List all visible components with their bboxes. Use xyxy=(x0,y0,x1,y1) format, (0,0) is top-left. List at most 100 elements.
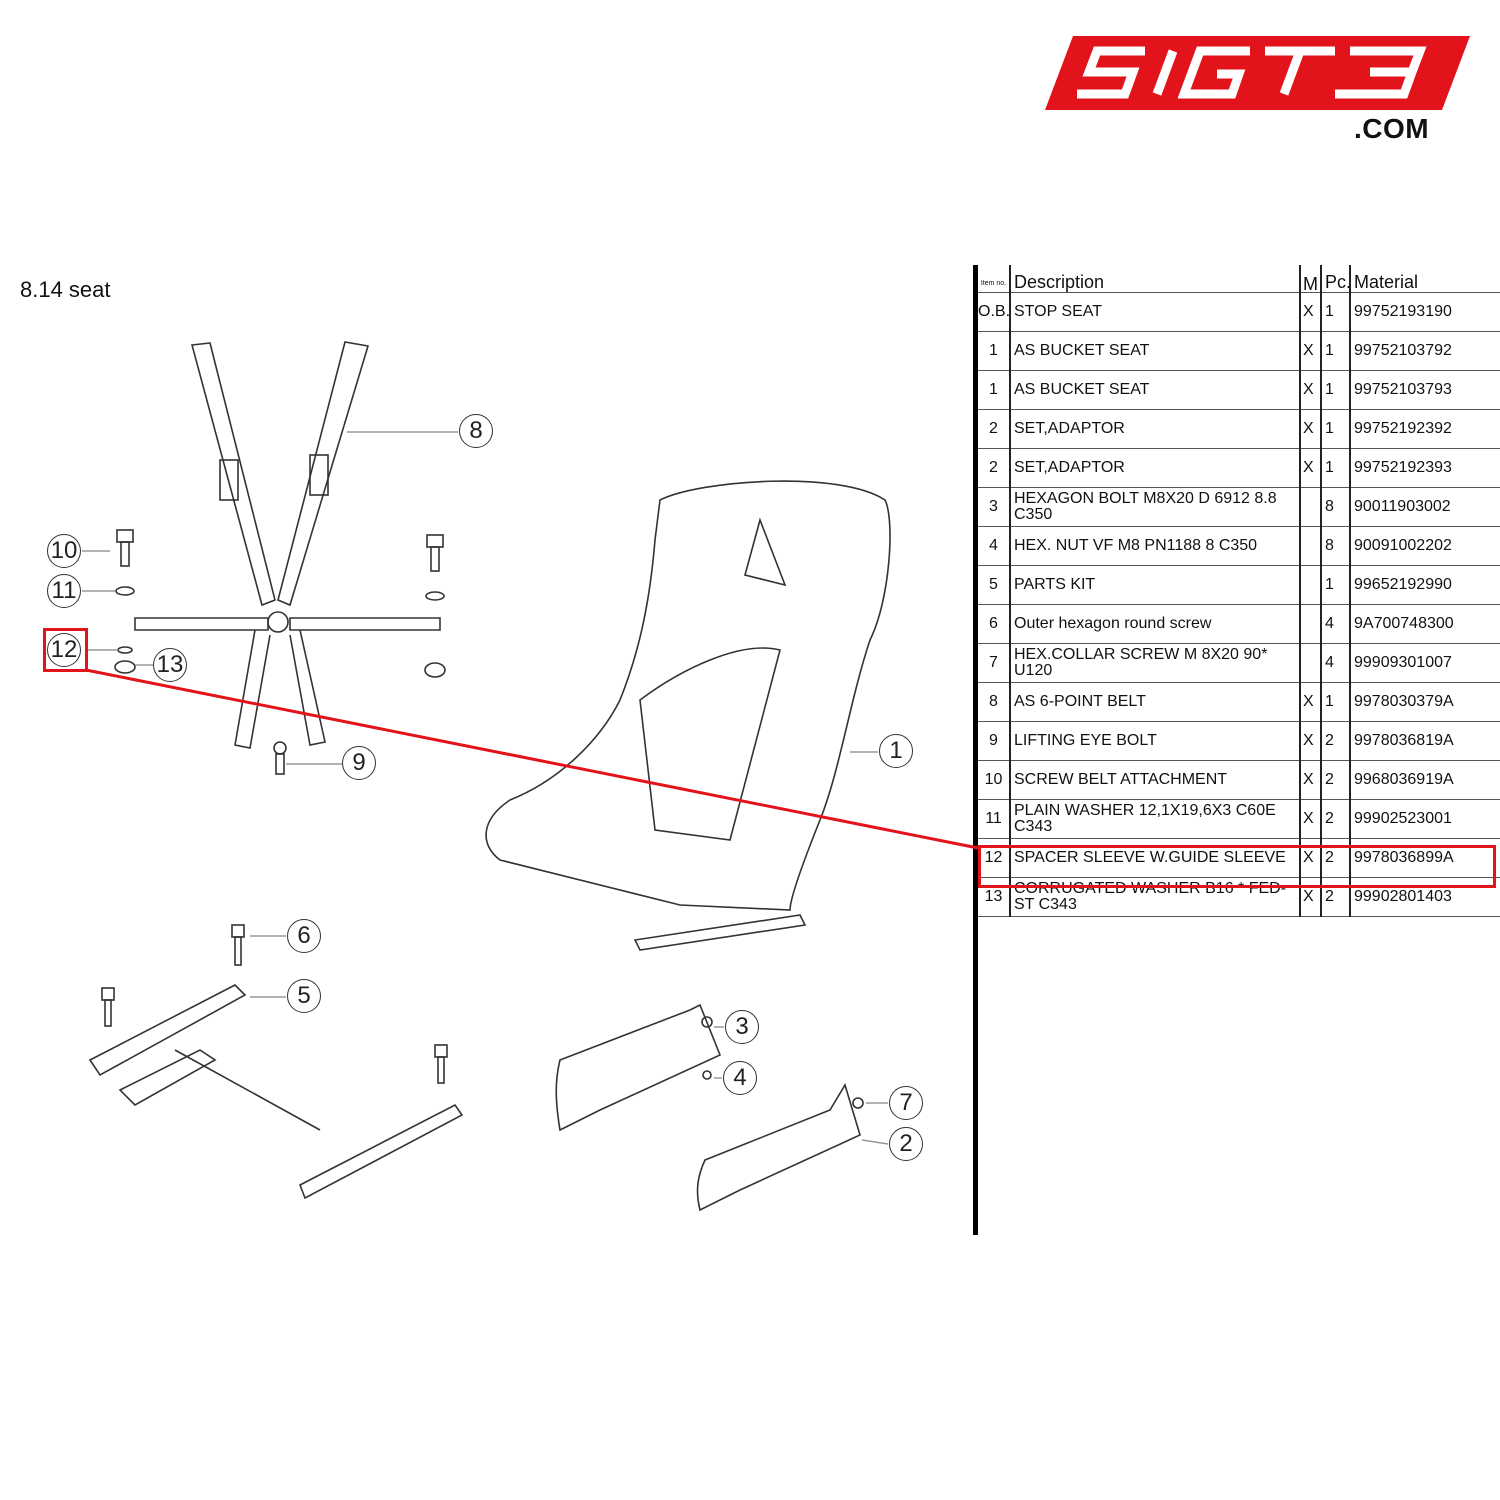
row-item-no: 11 xyxy=(978,799,1011,839)
row-m: X xyxy=(1300,448,1322,488)
row-m: X xyxy=(1300,331,1322,371)
row-m: X xyxy=(1300,721,1322,761)
row-m: X xyxy=(1300,682,1322,722)
row-material: 99902523001 xyxy=(1350,799,1500,839)
row-description: AS BUCKET SEAT xyxy=(1010,331,1301,371)
callout-3[interactable]: 3 xyxy=(725,1010,759,1044)
callout-8[interactable]: 8 xyxy=(459,414,493,448)
seat-adaptors-illustration xyxy=(555,1003,889,1212)
bucket-seat-illustration xyxy=(485,480,891,951)
seat-rails-illustration xyxy=(88,924,464,1200)
row-material: 99909301007 xyxy=(1350,643,1500,683)
row-pc: 4 xyxy=(1321,643,1351,683)
row-material: 99752192393 xyxy=(1350,448,1500,488)
row-material: 90091002202 xyxy=(1350,526,1500,566)
row-material: 9978030379A xyxy=(1350,682,1500,722)
row-pc: 1 xyxy=(1321,409,1351,449)
header-item-no: Item no. xyxy=(978,265,1011,293)
page-title: 8.14 seat xyxy=(20,277,111,302)
row-material: 99752103792 xyxy=(1350,331,1500,371)
callout-13[interactable]: 13 xyxy=(153,648,187,682)
row-pc: 1 xyxy=(1321,682,1351,722)
header-m: M xyxy=(1300,265,1322,293)
row-item-no: 13 xyxy=(978,877,1011,917)
callout-12[interactable]: 12 xyxy=(47,633,81,667)
callout-2[interactable]: 2 xyxy=(889,1127,923,1161)
row-material: 99752192392 xyxy=(1350,409,1500,449)
row-m xyxy=(1300,643,1322,683)
row-item-no: 7 xyxy=(978,643,1011,683)
row-pc: 2 xyxy=(1321,760,1351,800)
row-pc: 2 xyxy=(1321,799,1351,839)
callout-5[interactable]: 5 xyxy=(287,979,321,1013)
row-pc: 1 xyxy=(1321,331,1351,371)
row-item-no: 2 xyxy=(978,409,1011,449)
row-pc: 1 xyxy=(1321,565,1351,605)
row-m xyxy=(1300,487,1322,527)
row-material: 99652192990 xyxy=(1350,565,1500,605)
row-description: SCREW BELT ATTACHMENT xyxy=(1010,760,1301,800)
row-description: CORRUGATED WASHER B16 * FED-ST C343 xyxy=(1010,877,1301,917)
row-item-no: 1 xyxy=(978,331,1011,371)
callout-6[interactable]: 6 xyxy=(287,919,321,953)
row-material: 90011903002 xyxy=(1350,487,1500,527)
row-description: LIFTING EYE BOLT xyxy=(1010,721,1301,761)
row-item-no: 6 xyxy=(978,604,1011,644)
row-item-no: O.B. xyxy=(978,292,1011,332)
row-material: 9978036819A xyxy=(1350,721,1500,761)
row-m: X xyxy=(1300,799,1322,839)
row-description: SET,ADAPTOR xyxy=(1010,409,1301,449)
row-material: 9968036919A xyxy=(1350,760,1500,800)
header-pc: Pc. xyxy=(1321,265,1351,293)
row-item-no: 8 xyxy=(978,682,1011,722)
row-material: 99902801403 xyxy=(1350,877,1500,917)
callout-1[interactable]: 1 xyxy=(879,734,913,768)
belt-hardware xyxy=(82,529,446,775)
row-m: X xyxy=(1300,370,1322,410)
header-material: Material xyxy=(1350,265,1500,293)
row-description: STOP SEAT xyxy=(1010,292,1301,332)
row-description: PLAIN WASHER 12,1X19,6X3 C60E C343 xyxy=(1010,799,1301,839)
table-header-row: Item no. Description M Pc. Material xyxy=(978,265,1500,293)
callout-7[interactable]: 7 xyxy=(889,1086,923,1120)
row-description: HEXAGON BOLT M8X20 D 6912 8.8 C350 xyxy=(1010,487,1301,527)
row-item-no: 5 xyxy=(978,565,1011,605)
row-material: 9A700748300 xyxy=(1350,604,1500,644)
callout-4[interactable]: 4 xyxy=(723,1061,757,1095)
callout-10[interactable]: 10 xyxy=(47,534,81,568)
row-m: X xyxy=(1300,409,1322,449)
logo-com-text: .COM xyxy=(1354,113,1430,144)
row-material: 99752103793 xyxy=(1350,370,1500,410)
row-item-no: 3 xyxy=(978,487,1011,527)
row-pc: 8 xyxy=(1321,487,1351,527)
callout-9[interactable]: 9 xyxy=(342,746,376,780)
row-description: Outer hexagon round screw xyxy=(1010,604,1301,644)
row-item-no: 2 xyxy=(978,448,1011,488)
row-m xyxy=(1300,565,1322,605)
row-description: PARTS KIT xyxy=(1010,565,1301,605)
row-m xyxy=(1300,526,1322,566)
callout-11[interactable]: 11 xyxy=(47,574,81,608)
row-pc: 1 xyxy=(1321,370,1351,410)
row-description: SET,ADAPTOR xyxy=(1010,448,1301,488)
row-m: X xyxy=(1300,292,1322,332)
row-m: X xyxy=(1300,760,1322,800)
row-item-no: 9 xyxy=(978,721,1011,761)
row-pc: 8 xyxy=(1321,526,1351,566)
header-description: Description xyxy=(1010,265,1301,293)
